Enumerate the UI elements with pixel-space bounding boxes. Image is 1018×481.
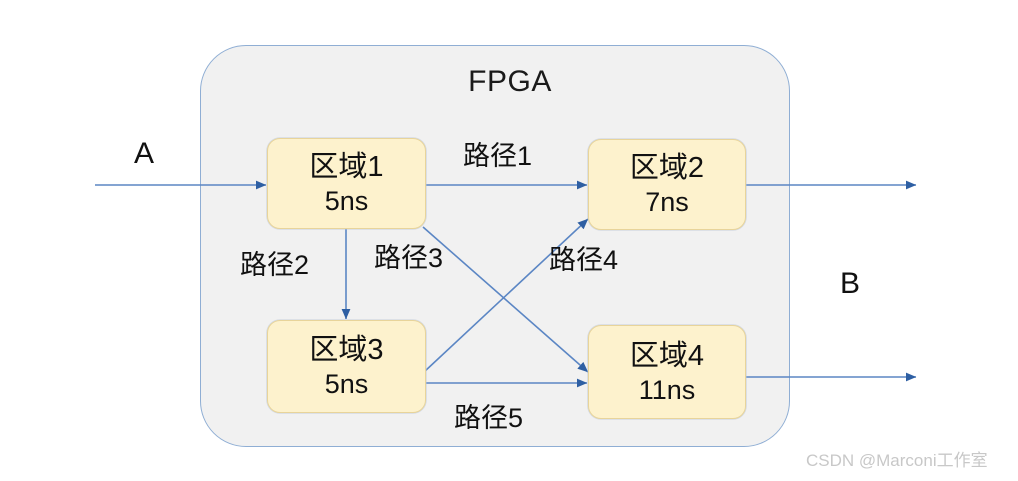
region-box-region2[interactable]: 区域2 7ns — [588, 139, 746, 230]
region-box-region3[interactable]: 区域3 5ns — [267, 320, 426, 413]
region-box-region1[interactable]: 区域1 5ns — [267, 138, 426, 229]
region-name: 区域2 — [629, 152, 705, 184]
region-delay: 7ns — [645, 187, 689, 217]
path-label-path5: 路径5 — [454, 403, 524, 433]
input-label-a: A — [134, 137, 155, 170]
region-delay: 5ns — [324, 186, 369, 216]
path-label-path1: 路径1 — [463, 141, 533, 171]
region-delay: 5ns — [324, 369, 369, 399]
region-name: 区域3 — [309, 334, 384, 366]
region-name: 区域1 — [309, 151, 384, 183]
path-label-path4: 路径4 — [549, 245, 619, 275]
output-label-b: B — [840, 267, 861, 300]
region-box-region4[interactable]: 区域4 11ns — [588, 325, 746, 419]
watermark: CSDN @Marconi工作室 — [806, 451, 988, 470]
region-name: 区域4 — [629, 339, 705, 372]
path-label-path3: 路径3 — [374, 243, 444, 273]
region-delay: 11ns — [638, 374, 696, 405]
path-label-path2: 路径2 — [240, 250, 310, 280]
fpga-title: FPGA — [468, 65, 552, 98]
